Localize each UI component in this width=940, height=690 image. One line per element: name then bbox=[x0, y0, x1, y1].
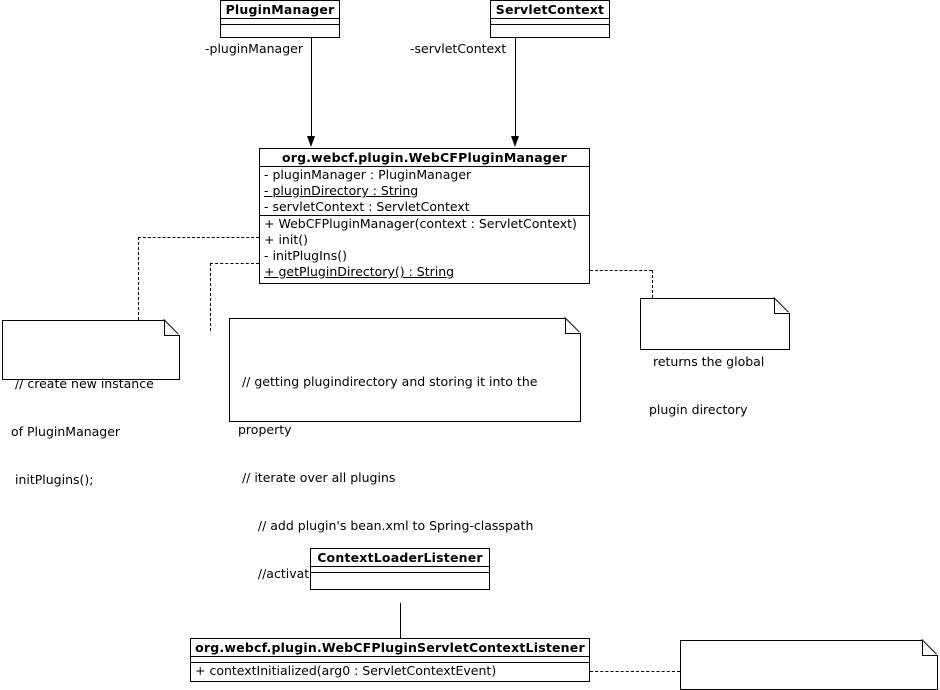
class-box-context-loader-listener[interactable]: ContextLoaderListener bbox=[310, 548, 490, 590]
attribute-row: - servletContext : ServletContext bbox=[264, 199, 470, 214]
note-fold-icon bbox=[565, 318, 581, 334]
class-operations-context-loader-listener bbox=[311, 573, 489, 587]
note-fold-icon bbox=[774, 298, 790, 314]
note-line: property bbox=[238, 422, 292, 437]
class-attributes-context-loader-listener bbox=[311, 567, 489, 573]
class-box-webcf-plugin-manager[interactable]: org.webcf.plugin.WebCFPluginManager - pl… bbox=[259, 148, 590, 284]
note-line: plugin directory bbox=[649, 402, 748, 417]
note-line: of PluginManager bbox=[11, 424, 121, 439]
class-box-webcf-plugin-servlet-context-listener[interactable]: org.webcf.plugin.WebCFPluginServletConte… bbox=[190, 638, 590, 682]
association-arrowhead-servlet-context bbox=[511, 136, 519, 147]
note-init-plugins-body[interactable]: // getting plugindirectory and storing i… bbox=[229, 318, 581, 581]
class-operations-webcf-plugin-servlet-context-listener: + contextInitialized(arg0 : ServletConte… bbox=[191, 663, 589, 679]
class-name-webcf-plugin-servlet-context-listener: org.webcf.plugin.WebCFPluginServletConte… bbox=[191, 639, 589, 657]
class-attributes-webcf-plugin-servlet-context-listener bbox=[191, 657, 589, 663]
class-attributes-servlet-context bbox=[491, 19, 609, 25]
note-link-init-plugins-horizontal bbox=[210, 263, 259, 264]
class-box-servlet-context[interactable]: ServletContext bbox=[490, 0, 610, 38]
note-returns-global-plugin-directory[interactable]: returns the global plugin directory bbox=[640, 298, 790, 417]
class-name-webcf-plugin-manager: org.webcf.plugin.WebCFPluginManager bbox=[260, 149, 589, 167]
class-attributes-plugin-manager bbox=[221, 19, 339, 25]
note-line: // add plugin's bean.xml to Spring-class… bbox=[238, 518, 534, 533]
note-link-init-vertical bbox=[138, 237, 139, 320]
class-operations-plugin-manager bbox=[221, 25, 339, 39]
class-operations-webcf-plugin-manager: + WebCFPluginManager(context : ServletCo… bbox=[260, 216, 589, 280]
note-line: returns the global bbox=[649, 354, 765, 369]
class-name-plugin-manager: PluginManager bbox=[221, 1, 339, 19]
class-box-plugin-manager[interactable]: PluginManager bbox=[220, 0, 340, 38]
operation-row: - initPlugIns() bbox=[264, 248, 347, 263]
class-attributes-webcf-plugin-manager: - pluginManager : PluginManager - plugin… bbox=[260, 167, 589, 216]
note-link-init-horizontal bbox=[138, 237, 259, 238]
attribute-row: - pluginDirectory : String bbox=[264, 183, 419, 198]
class-operations-servlet-context bbox=[491, 25, 609, 39]
operation-row: + WebCFPluginManager(context : ServletCo… bbox=[264, 216, 577, 231]
association-line-servlet-context bbox=[515, 38, 516, 138]
class-name-context-loader-listener: ContextLoaderListener bbox=[311, 549, 489, 567]
note-line: // iterate over all plugins bbox=[238, 470, 396, 485]
note-fold-icon bbox=[164, 320, 180, 336]
association-label-plugin-manager: -pluginManager bbox=[205, 41, 303, 56]
note-fold-icon bbox=[922, 640, 938, 656]
note-line: // getting plugindirectory and storing i… bbox=[238, 374, 538, 389]
generalization-line bbox=[400, 603, 401, 638]
association-label-servlet-context: -servletContext bbox=[410, 41, 507, 56]
note-link-init-plugins-vertical bbox=[210, 263, 211, 331]
class-name-servlet-context: ServletContext bbox=[491, 1, 609, 19]
association-line-plugin-manager bbox=[311, 38, 312, 138]
note-context-initialized-body[interactable]: // create new WebCFPluginManager // call… bbox=[680, 640, 938, 690]
attribute-row: - pluginManager : PluginManager bbox=[264, 167, 472, 182]
note-link-context-initialized bbox=[590, 671, 680, 672]
note-line: initPlugins(); bbox=[11, 472, 94, 487]
operation-row: + contextInitialized(arg0 : ServletConte… bbox=[195, 663, 497, 678]
note-create-new-instance[interactable]: // create new instance of PluginManager … bbox=[2, 320, 180, 487]
note-link-get-plugin-directory-vertical bbox=[652, 270, 653, 298]
note-line: // create new instance bbox=[11, 376, 154, 391]
operation-row: + getPluginDirectory() : String bbox=[264, 264, 455, 279]
operation-row: + init() bbox=[264, 232, 308, 247]
association-arrowhead-plugin-manager bbox=[307, 136, 315, 147]
note-link-get-plugin-directory-horizontal bbox=[590, 270, 652, 271]
